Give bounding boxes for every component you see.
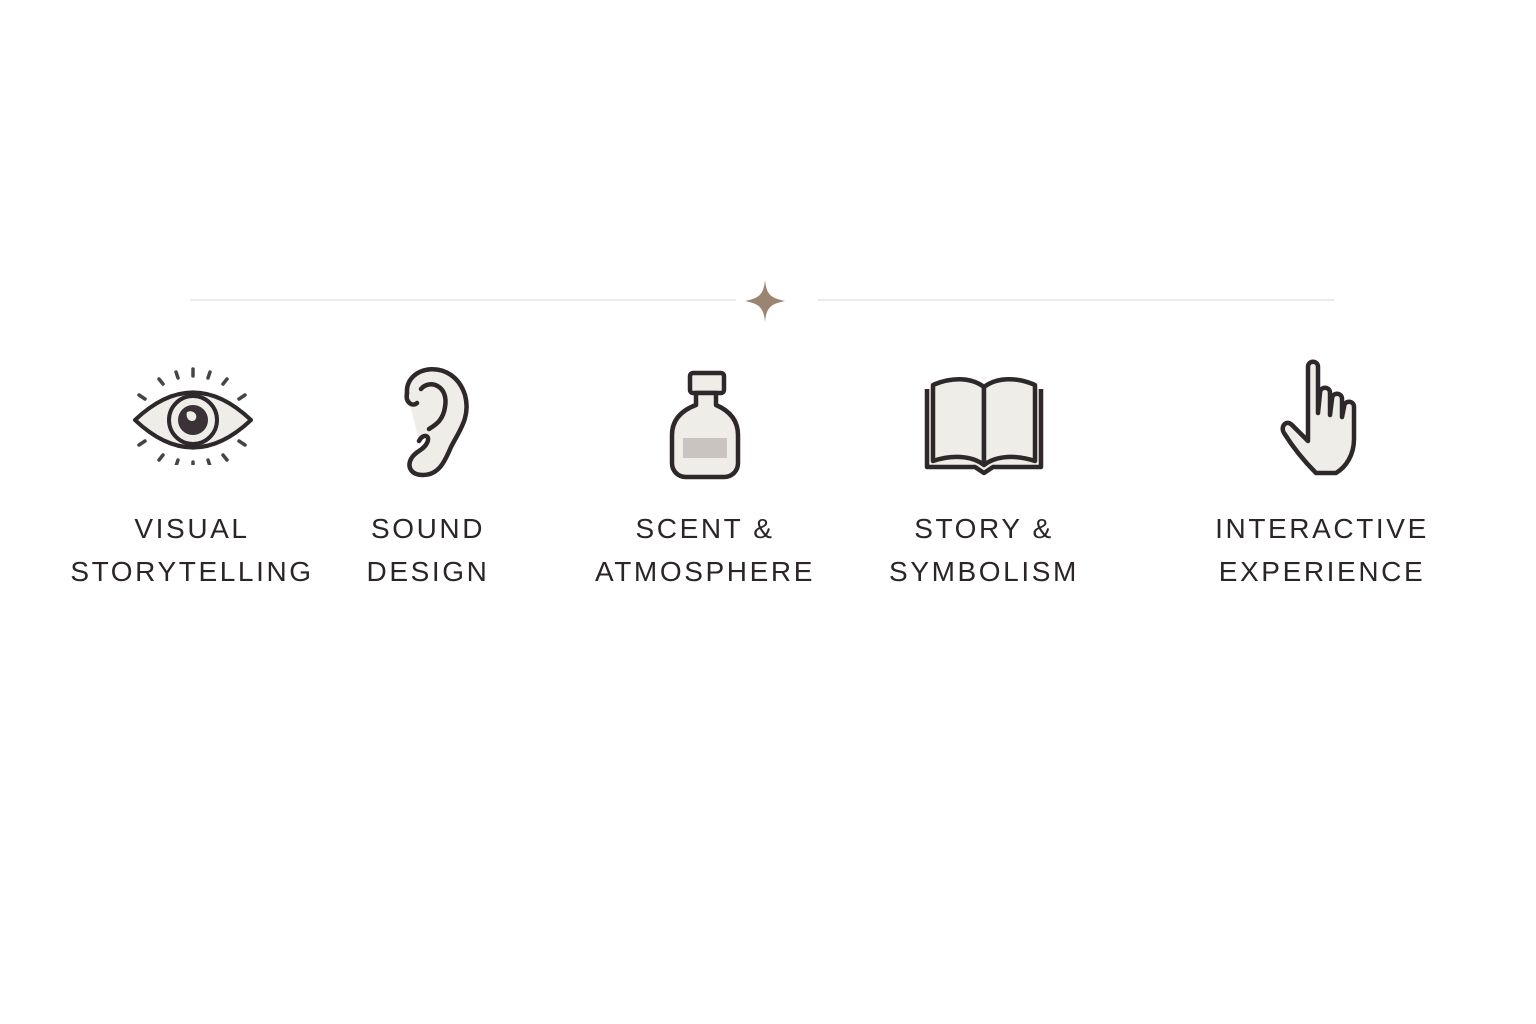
eye-icon (133, 367, 253, 465)
divider-line-left (190, 299, 736, 301)
feature-label-line1: SCENT & (635, 513, 775, 544)
feature-label-line1: VISUAL (134, 513, 250, 544)
feature-label: INTERACTIVE EXPERIENCE (1192, 507, 1452, 593)
feature-label-line2: SYMBOLISM (889, 556, 1079, 587)
feature-label-line2: ATMOSPHERE (595, 556, 815, 587)
open-book-icon (924, 377, 1044, 476)
divider-line-right (818, 299, 1334, 301)
feature-label: SOUND DESIGN (298, 507, 558, 593)
feature-label-line2: DESIGN (366, 556, 490, 587)
feature-label-line1: SOUND (370, 513, 486, 544)
ear-icon (404, 367, 469, 478)
feature-label: VISUAL STORYTELLING (62, 507, 322, 593)
perfume-bottle-icon (669, 370, 741, 480)
feature-label-line2: STORYTELLING (70, 556, 314, 587)
feature-label-line1: INTERACTIVE (1215, 513, 1429, 544)
four-point-star-icon (745, 280, 785, 322)
pointing-hand-icon (1280, 359, 1357, 476)
feature-label-line2: EXPERIENCE (1218, 556, 1426, 587)
feature-label: STORY & SYMBOLISM (854, 507, 1114, 593)
feature-label: SCENT & ATMOSPHERE (575, 507, 835, 593)
feature-label-line1: STORY & (914, 513, 1054, 544)
